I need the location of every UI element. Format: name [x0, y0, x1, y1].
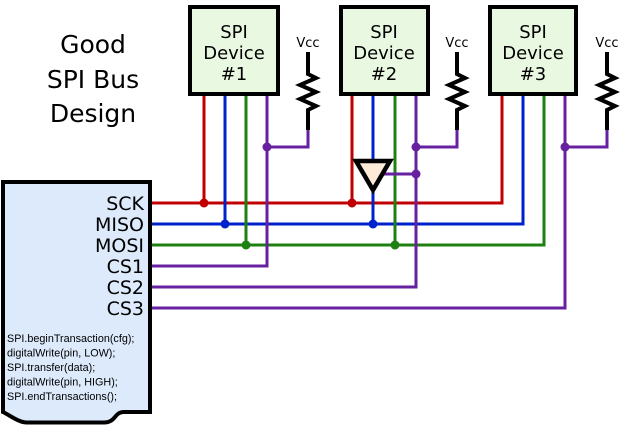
- signal-label-cs1: CS1: [107, 256, 144, 278]
- pullup-resistors: [295, 52, 620, 130]
- device2-label-line3: #2: [371, 64, 398, 85]
- signal-label-cs2: CS2: [107, 277, 144, 299]
- spi-device-3-box: [488, 5, 578, 96]
- mosi-bus-wire: [150, 94, 546, 247]
- spi-device-2-label: SPI Device #2: [353, 22, 415, 85]
- junction-dot: [347, 198, 357, 208]
- junction-dot: [411, 169, 421, 179]
- code-line-5: SPI.endTransactions();: [7, 391, 117, 403]
- spi-device-1-box: [188, 5, 280, 96]
- junction-dot: [241, 240, 251, 250]
- junction-dot: [411, 142, 421, 152]
- miso-junction-dots: [220, 219, 378, 229]
- cs-junction-dots: [262, 142, 570, 179]
- device1-label-line1: SPI: [220, 22, 248, 43]
- junction-dot: [262, 142, 272, 152]
- tristate-buffer-icon: [352, 158, 394, 195]
- title-line-2: SPI Bus: [47, 65, 139, 94]
- code-line-2: digitalWrite(pin, LOW);: [7, 348, 115, 360]
- device3-label-line1: SPI: [519, 22, 547, 43]
- page-title: Good SPI Bus Design: [47, 30, 139, 128]
- resistor-icon: [295, 52, 321, 130]
- device2-label-line2: Device: [353, 43, 415, 64]
- pullup3-connector-wire: [565, 128, 609, 149]
- sck-junction-dots: [199, 198, 357, 208]
- junction-dot: [368, 219, 378, 229]
- cs1-wire: [150, 94, 269, 268]
- miso-bus-wire: [150, 94, 525, 226]
- device1-label-line3: #1: [221, 64, 248, 85]
- device1-label-line2: Device: [203, 43, 265, 64]
- device3-label-line2: Device: [502, 43, 564, 64]
- resistor-icon: [444, 52, 470, 130]
- signal-label-sck: SCK: [106, 193, 144, 215]
- code-line-1: SPI.beginTransaction(cfg);: [7, 333, 134, 345]
- device3-label-line3: #3: [520, 64, 547, 85]
- spi-device-2-box: [339, 5, 430, 96]
- mcu-box: [0, 180, 152, 425]
- resistor-icon: [594, 52, 620, 130]
- spi-device-3-label: SPI Device #3: [502, 22, 564, 85]
- signal-label-miso: MISO: [95, 214, 144, 236]
- title-line-3: Design: [50, 99, 136, 128]
- cs2-wire: [150, 94, 418, 289]
- pullup2-connector-wire: [416, 128, 459, 149]
- pullup1-connector-wire: [267, 128, 310, 149]
- cs-nets: [150, 94, 609, 310]
- junction-dot: [199, 198, 209, 208]
- signal-label-mosi: MOSI: [95, 235, 144, 257]
- mosi-junction-dots: [241, 240, 400, 250]
- vcc-label-1: Vcc: [296, 36, 319, 51]
- junction-dot: [560, 142, 570, 152]
- mosi-net: [150, 94, 546, 247]
- mcu-signal-labels: SCK MISO MOSI CS1 CS2 CS3: [95, 193, 145, 320]
- device2-label-line1: SPI: [370, 22, 398, 43]
- junction-dot: [220, 219, 230, 229]
- junction-dot: [390, 240, 400, 250]
- vcc-label-2: Vcc: [445, 36, 468, 51]
- cs3-wire: [150, 94, 567, 310]
- spi-device-1-label: SPI Device #1: [203, 22, 265, 85]
- mcu-code-snippet: SPI.beginTransaction(cfg); digitalWrite(…: [7, 333, 134, 403]
- code-line-4: digitalWrite(pin, HIGH);: [7, 377, 118, 389]
- signal-label-cs3: CS3: [107, 298, 144, 320]
- vcc-label-3: Vcc: [595, 36, 618, 51]
- code-line-3: SPI.transfer(data);: [7, 362, 95, 374]
- title-line-1: Good: [60, 30, 126, 59]
